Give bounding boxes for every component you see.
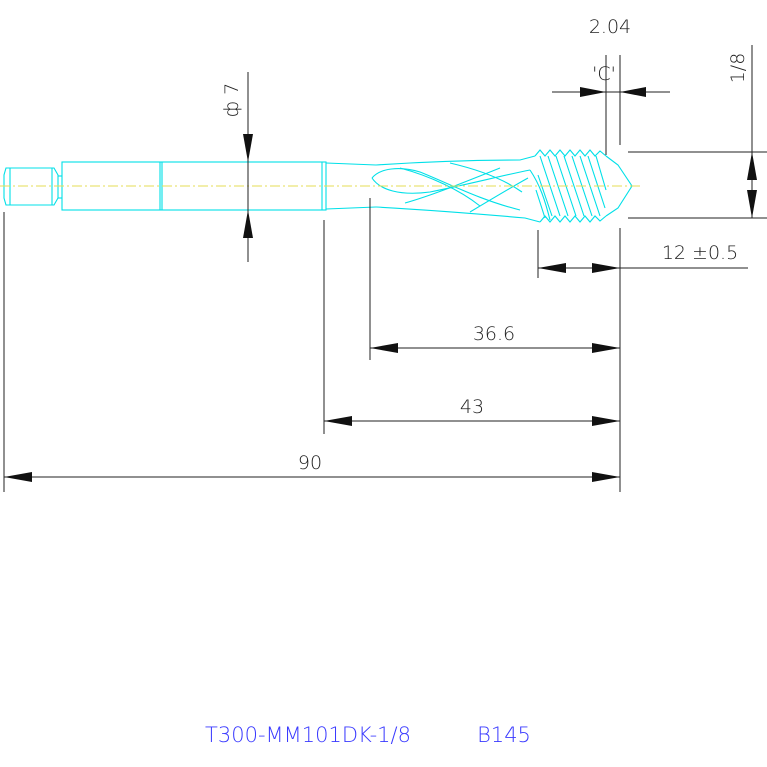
c-marker-label: 'C' bbox=[592, 63, 616, 85]
flute-body bbox=[375, 155, 541, 223]
dim-overall-length: 90 bbox=[4, 452, 620, 482]
thread-size-label: 1/8 bbox=[727, 53, 749, 84]
flute-spiral-1 bbox=[371, 168, 521, 211]
dim-thread-size: 1/8 bbox=[727, 45, 757, 218]
dim-flute-length: 36.6 bbox=[370, 323, 620, 353]
neck-length-label: 43 bbox=[460, 396, 484, 418]
flute-length-label: 36.6 bbox=[473, 323, 515, 345]
part-number: T300-MM101DK-1/8 bbox=[205, 723, 411, 747]
extension-lines bbox=[3, 55, 767, 492]
neck bbox=[325, 162, 377, 210]
flute-spiral-2 bbox=[371, 169, 531, 194]
c-value-label: 2.04 bbox=[589, 16, 631, 38]
thread-length-label: 12 ±0.5 bbox=[662, 242, 738, 264]
flute-spiral-3 bbox=[399, 162, 523, 207]
dim-c-value: 2.04 'C' bbox=[552, 16, 670, 97]
flute-spiral-4 bbox=[404, 167, 529, 213]
dim-neck-length: 43 bbox=[324, 396, 620, 426]
overall-length-label: 90 bbox=[298, 452, 322, 474]
dim-diameter: ф 7 bbox=[221, 72, 253, 262]
diameter-label: ф 7 bbox=[221, 83, 243, 117]
dim-thread-length: 12 ±0.5 bbox=[538, 242, 748, 273]
drawing-code: B145 bbox=[477, 723, 531, 747]
